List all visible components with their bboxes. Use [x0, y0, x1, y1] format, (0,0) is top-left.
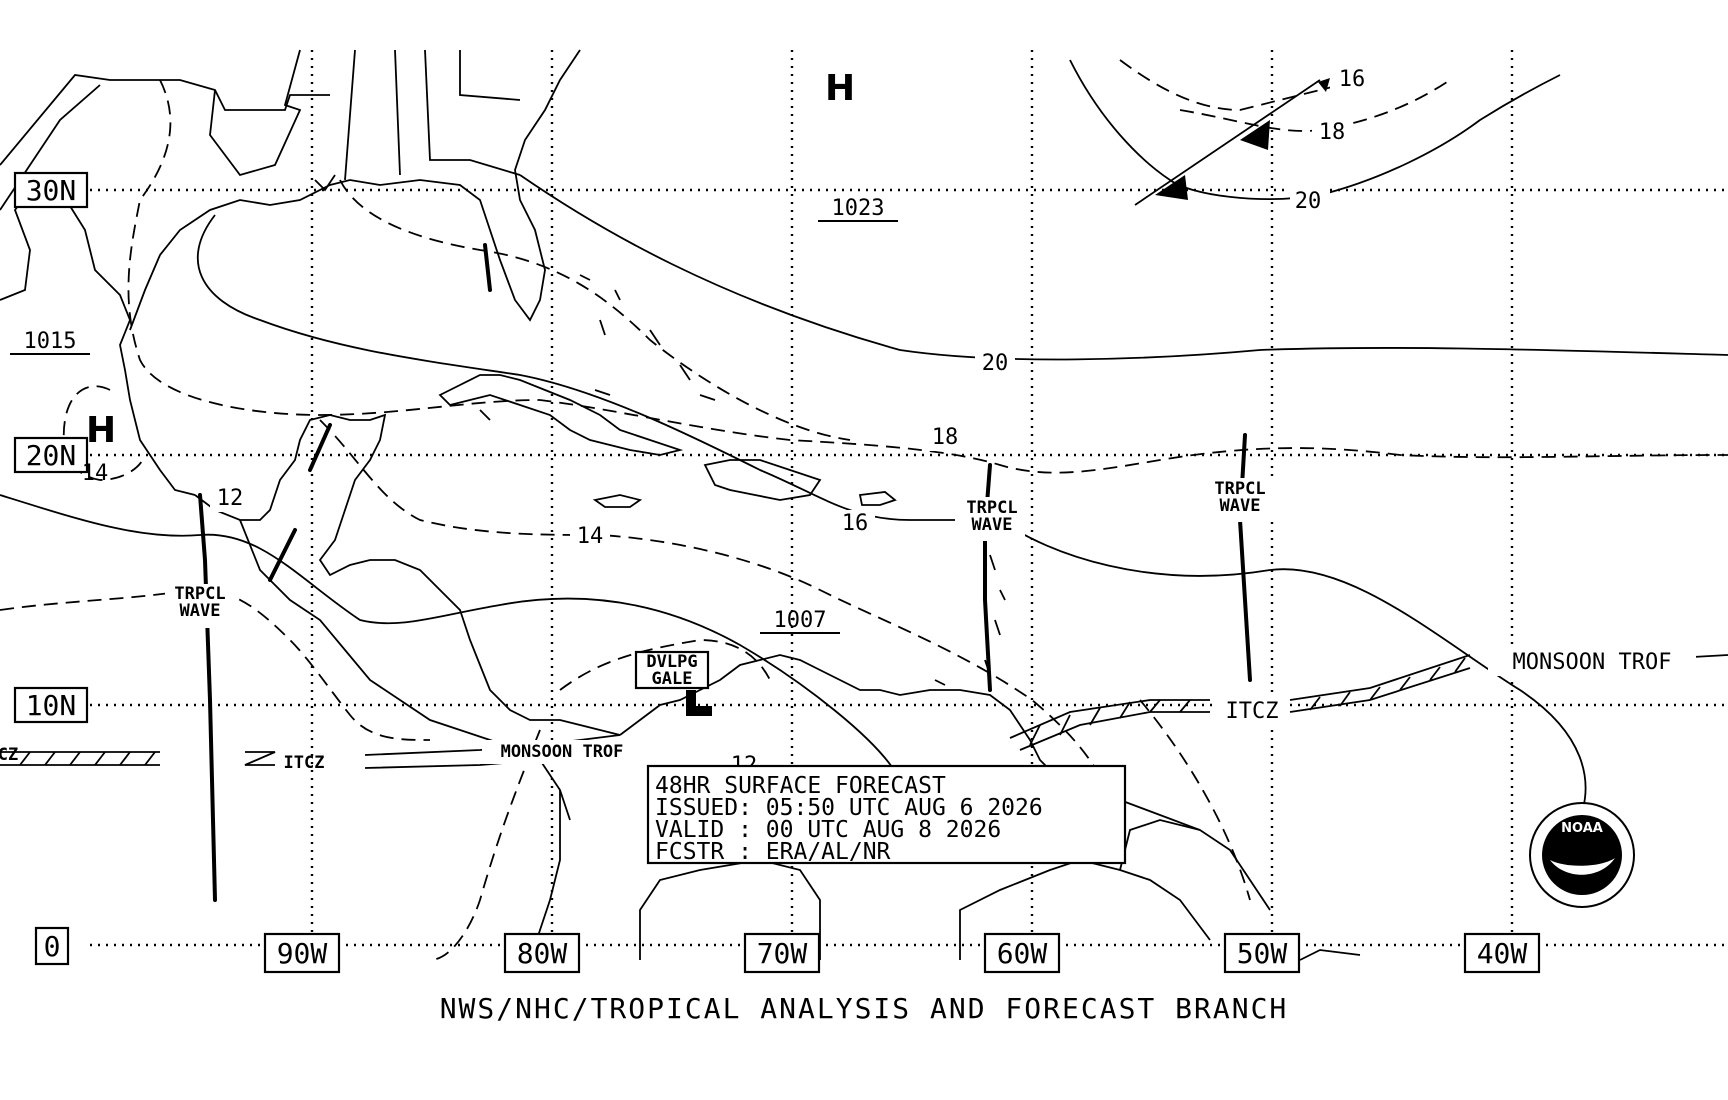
- lon-label-90w: 90W: [277, 937, 328, 970]
- footer-credit: NWS/NHC/TROPICAL ANALYSIS AND FORECAST B…: [440, 992, 1289, 1025]
- noaa-logo-icon: NOAA: [1529, 802, 1635, 908]
- tropical-wave-label: TRPCL: [1214, 479, 1265, 499]
- svg-text:14: 14: [82, 461, 109, 486]
- cold-front: [1134, 78, 1330, 206]
- itcz-label: ITCZ: [1226, 699, 1279, 724]
- lat-label-30n: 30N: [26, 174, 77, 207]
- svg-text:14: 14: [577, 524, 604, 549]
- svg-text:GALE: GALE: [652, 669, 693, 689]
- forecast-issued: ISSUED: 05:50 UTC AUG 6 2026: [655, 795, 1043, 821]
- svg-text:12: 12: [217, 486, 244, 511]
- itcz-bands: [0, 654, 1728, 769]
- pressure-centers: H 1023 H 1015 1007: [10, 68, 898, 716]
- isobar-labels: 20 18 16 14 12 14 16 18 20 12: [82, 66, 1370, 778]
- svg-text:18: 18: [1319, 120, 1346, 145]
- svg-text:20: 20: [982, 351, 1009, 376]
- svg-text:16: 16: [1339, 67, 1366, 92]
- lat-label-20n: 20N: [26, 439, 77, 472]
- lat-label-0: 0: [44, 930, 61, 963]
- forecast-title: 48HR SURFACE FORECAST: [655, 773, 946, 799]
- tropical-wave-label: TRPCL: [174, 584, 225, 604]
- low-pressure-symbol: [686, 690, 712, 716]
- forecast-forecaster: FCSTR : ERA/AL/NR: [655, 839, 891, 865]
- isobars-dashed: [0, 59, 1728, 961]
- high-pressure-symbol: H: [825, 68, 855, 109]
- lon-label-50w: 50W: [1237, 937, 1288, 970]
- noaa-logo-text: NOAA: [1561, 821, 1603, 836]
- svg-text:18: 18: [932, 425, 959, 450]
- itcz-label: ITCZ: [284, 753, 325, 773]
- svg-text:16: 16: [842, 511, 869, 536]
- feature-labels: TRPCL WAVE TRPCL WAVE TRPCL WAVE DVLPG G…: [0, 478, 1696, 773]
- lon-label-40w: 40W: [1477, 937, 1528, 970]
- high-pressure-symbol-west: H: [86, 410, 116, 451]
- latitude-labels: 30N 20N 10N 0: [13, 171, 89, 966]
- developing-gale-label: DVLPG: [646, 652, 697, 672]
- svg-text:WAVE: WAVE: [1220, 496, 1261, 516]
- longitude-labels: 90W 80W 70W 60W 50W 40W: [263, 932, 1541, 974]
- forecast-valid: VALID : 00 UTC AUG 8 2026: [655, 817, 1001, 843]
- lon-label-60w: 60W: [997, 937, 1048, 970]
- forecast-info-box: 48HR SURFACE FORECAST ISSUED: 05:50 UTC …: [646, 764, 1127, 865]
- lon-label-70w: 70W: [757, 937, 808, 970]
- lat-label-10n: 10N: [26, 689, 77, 722]
- svg-text:WAVE: WAVE: [180, 601, 221, 621]
- monsoon-trough-label: MONSOON TROF: [501, 742, 624, 762]
- monsoon-trough-label: MONSOON TROF: [1513, 650, 1672, 675]
- isobars-solid: [0, 59, 1728, 831]
- tropical-wave-label: TRPCL: [966, 498, 1017, 518]
- svg-text:20: 20: [1295, 189, 1322, 214]
- pressure-value-1023: 1023: [832, 196, 885, 221]
- itcz-label: CZ: [0, 745, 18, 765]
- pressure-value-1007: 1007: [774, 608, 827, 633]
- svg-text:WAVE: WAVE: [972, 515, 1013, 535]
- pressure-value-1015: 1015: [24, 329, 77, 354]
- lon-label-80w: 80W: [517, 937, 568, 970]
